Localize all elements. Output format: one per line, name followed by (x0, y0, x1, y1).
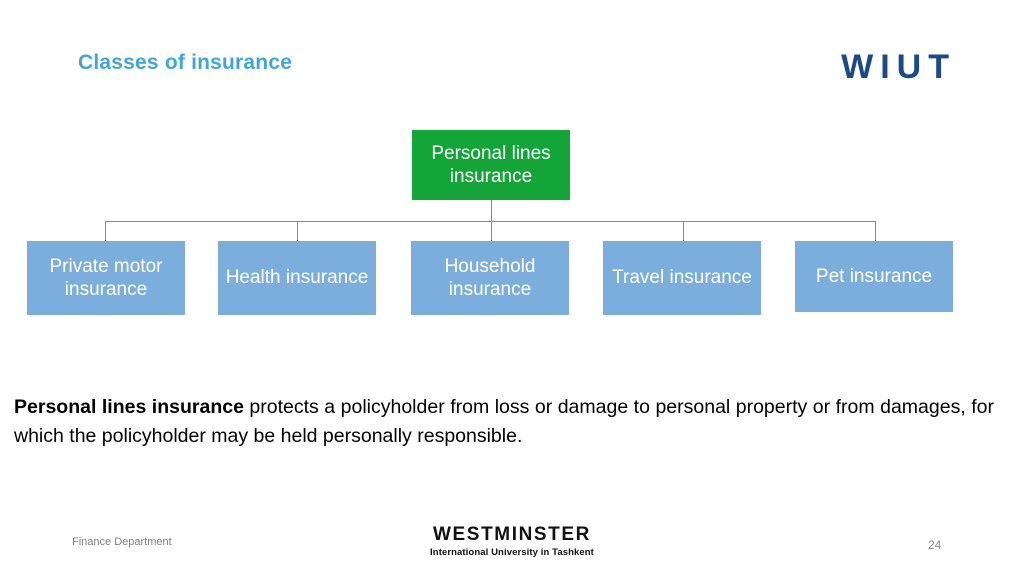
wiut-logo: WIUT (841, 48, 956, 86)
org-chart: Personal lines insurance Private motor i… (27, 130, 953, 315)
connector-drop-5 (875, 221, 876, 241)
body-lead-term: Personal lines insurance (14, 395, 244, 418)
chart-node-travel-insurance: Travel insurance (603, 241, 761, 315)
page-number: 24 (928, 538, 942, 552)
westminster-logo: WESTMINSTER International University in … (0, 525, 1024, 558)
connector-drop-4 (683, 221, 684, 241)
body-rest-text: protects a policyholder from loss or dam… (14, 395, 995, 448)
chart-node-pet-insurance: Pet insurance (795, 241, 953, 312)
connector-stem (491, 200, 492, 222)
chart-node-private-motor-insurance: Private motor insurance (27, 241, 185, 315)
chart-node-root: Personal lines insurance (412, 130, 570, 200)
connector-drop-2 (297, 221, 298, 241)
westminster-logo-main: WESTMINSTER (433, 524, 591, 545)
page-title: Classes of insurance (78, 51, 293, 74)
westminster-logo-subtitle: International University in Tashkent (430, 546, 594, 558)
footer-department: Finance Department (72, 536, 172, 548)
connector-drop-3 (491, 221, 492, 241)
body-paragraph: Personal lines insurance protects a poli… (14, 393, 994, 452)
connector-horizontal-bar (105, 221, 876, 222)
chart-node-household-insurance: Household insurance (411, 241, 569, 315)
connector-drop-1 (105, 221, 106, 241)
chart-node-health-insurance: Health insurance (218, 241, 376, 315)
